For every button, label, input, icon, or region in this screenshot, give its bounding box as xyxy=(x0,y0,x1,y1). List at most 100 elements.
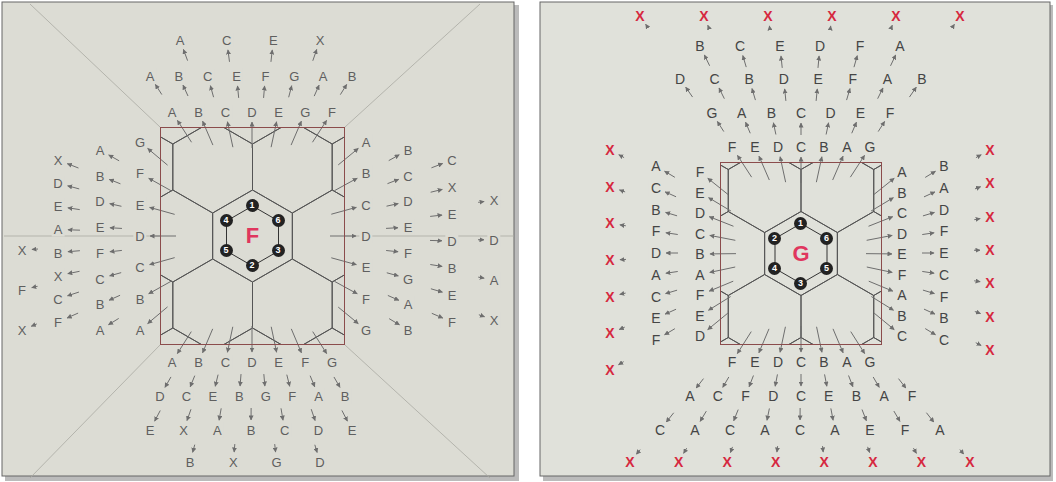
pencil-letter: D xyxy=(401,194,414,209)
pencil-arrow xyxy=(759,329,769,353)
pencil-letter: E xyxy=(446,288,459,303)
pencil-letter: E xyxy=(402,220,415,235)
pencil-letter: A xyxy=(360,135,373,150)
cross-mark: X xyxy=(983,275,996,291)
pencil-arrow xyxy=(68,251,80,252)
pencil-letter: A xyxy=(683,388,696,404)
pencil-arrow xyxy=(177,332,191,354)
hex-cell xyxy=(292,190,345,282)
pencil-letter: A xyxy=(688,422,701,438)
pencil-letter: F xyxy=(906,388,919,404)
pencil-arrow xyxy=(619,327,625,329)
pencil-arrow xyxy=(769,26,771,30)
guide-line xyxy=(345,4,480,127)
pencil-letter: G xyxy=(401,271,415,286)
pencil-arrow xyxy=(767,408,769,420)
pencil-arrow xyxy=(227,122,232,147)
callout-number: 3 xyxy=(275,246,280,255)
pencil-arrow xyxy=(825,374,827,386)
cross-mark: X xyxy=(983,342,996,358)
pencil-arrow xyxy=(342,410,347,421)
pencil-arrow xyxy=(874,313,894,330)
pencil-arrow xyxy=(334,178,357,191)
pencil-letter: B xyxy=(360,166,373,181)
numbered-dot: 4 xyxy=(768,262,781,275)
pencil-arrow xyxy=(730,447,732,453)
pencil-arrow xyxy=(291,329,301,353)
cross-mark: X xyxy=(963,454,976,470)
pencil-letter: B xyxy=(937,310,950,326)
pencil-letter: B xyxy=(693,38,706,54)
pencil-arrow xyxy=(252,122,253,148)
cross-mark: X xyxy=(983,242,996,258)
pencil-arrow xyxy=(478,239,484,240)
pencil-letter: G xyxy=(287,69,301,84)
cross-mark: X xyxy=(672,454,685,470)
pencil-arrow xyxy=(331,207,356,214)
hex-cell xyxy=(801,275,874,346)
pencil-letter: A xyxy=(840,354,853,370)
pencil-arrow xyxy=(430,215,442,216)
pencil-arrow xyxy=(801,374,802,386)
pencil-arrow xyxy=(704,55,709,66)
pencil-arrow xyxy=(148,307,168,324)
pencil-letter: E xyxy=(52,199,65,214)
pencil-arrow xyxy=(150,236,176,237)
hex-cell xyxy=(160,190,213,282)
pencil-letter: B xyxy=(184,455,197,470)
cross-mark: X xyxy=(603,252,616,268)
pencil-arrow xyxy=(338,148,358,165)
pencil-letter: D xyxy=(824,105,838,121)
pencil-letter: C xyxy=(733,38,747,54)
pencil-arrow xyxy=(150,207,175,214)
pencil-letter: A xyxy=(758,422,771,438)
pencil-arrow xyxy=(431,289,443,292)
pencil-letter: B xyxy=(173,69,186,84)
pencil-arrow xyxy=(67,313,78,318)
pencil-arrow xyxy=(620,293,626,294)
cell-letter: G xyxy=(792,243,809,265)
cross-mark: X xyxy=(825,8,838,24)
cross-mark: X xyxy=(953,8,966,24)
cross-mark: X xyxy=(697,8,710,24)
pencil-arrow xyxy=(388,295,399,300)
pencil-arrow xyxy=(386,227,398,229)
pencil-letter: D xyxy=(359,229,372,244)
pencil-arrow xyxy=(868,447,870,453)
pencil-letter: X xyxy=(488,313,501,328)
cell-letter: F xyxy=(246,225,259,247)
pencil-arrow xyxy=(203,329,213,353)
pencil-arrow xyxy=(878,121,884,131)
pencil-letter: G xyxy=(270,455,284,470)
pencil-arrow xyxy=(826,123,828,135)
pencil-letter: E xyxy=(937,245,950,261)
pencil-letter: A xyxy=(893,38,906,54)
pencil-arrow xyxy=(923,290,934,293)
cross-mark: X xyxy=(603,289,616,305)
pencil-letter: C xyxy=(401,168,414,183)
pencil-arrow xyxy=(847,89,850,101)
pencil-arrow xyxy=(430,265,442,267)
pencil-letter: D xyxy=(649,245,663,261)
pencil-arrow xyxy=(866,253,892,254)
pencil-arrow xyxy=(110,204,122,207)
pencil-arrow xyxy=(871,198,893,211)
pencil-letter: X xyxy=(16,323,29,338)
pencil-letter: B xyxy=(446,261,459,276)
pencil-arrow xyxy=(665,192,676,197)
pencil-letter: D xyxy=(445,234,458,249)
pencil-arrow xyxy=(155,411,161,422)
pencil-letter: F xyxy=(52,315,64,330)
pencil-arrow xyxy=(665,309,676,314)
pencil-arrow xyxy=(684,448,687,453)
pencil-arrow xyxy=(894,411,900,421)
pencil-letter: C xyxy=(649,180,663,196)
pencil-arrow xyxy=(800,408,801,420)
pencil-arrow xyxy=(871,297,893,311)
callout-number: 5 xyxy=(223,246,228,255)
pencil-letter: F xyxy=(259,69,271,84)
pencil-arrow xyxy=(387,179,398,183)
pencil-letter: C xyxy=(649,289,663,305)
pencil-letter: X xyxy=(314,33,327,48)
